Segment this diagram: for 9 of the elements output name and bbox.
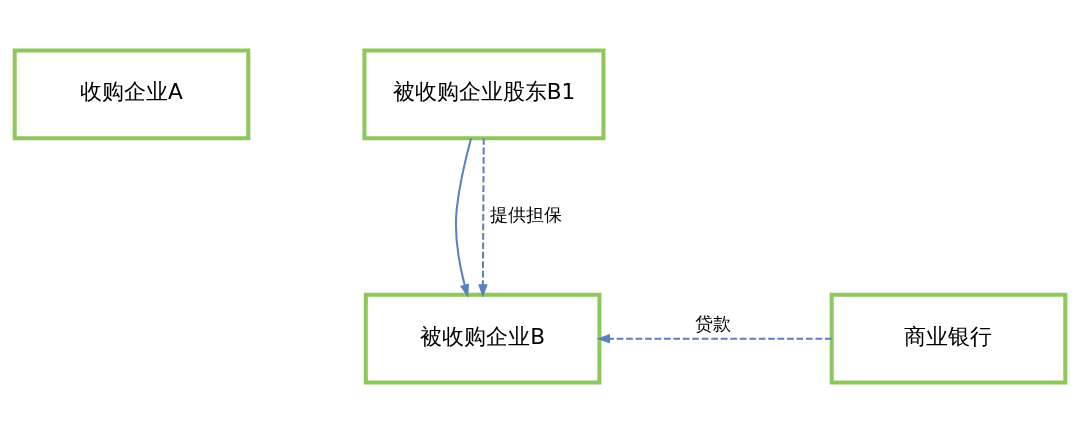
node-box: 被收购企业B xyxy=(363,292,602,385)
node-box: 商业银行 xyxy=(829,292,1068,385)
node-box: 被收购企业股东B1 xyxy=(362,48,606,141)
node-box: 收购企业A xyxy=(12,48,251,141)
arrow xyxy=(478,138,488,298)
arrow xyxy=(454,138,472,298)
edge-label: 贷款 xyxy=(694,313,731,334)
edge-label: 提供担保 xyxy=(490,205,563,226)
arrow xyxy=(596,333,832,344)
